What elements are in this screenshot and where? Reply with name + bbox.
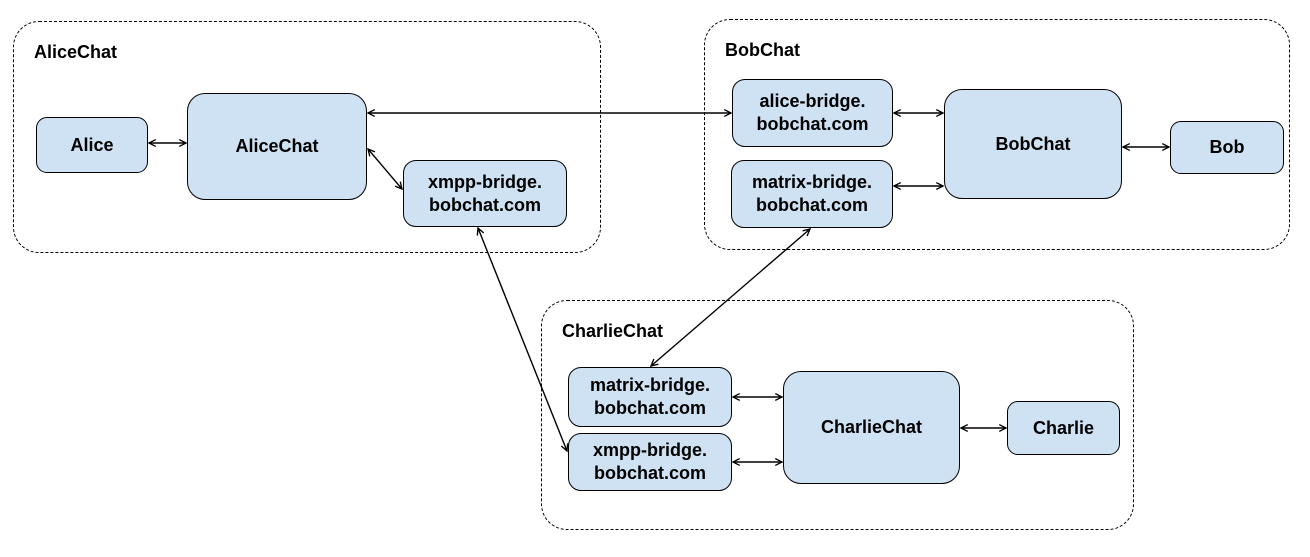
node-charliechat-server: CharlieChat [783,371,960,484]
cluster-bobchat-label: BobChat [725,40,800,60]
node-xmpp-bridge-alicechat-label-line1: xmpp-bridge. [427,171,542,192]
cluster-charliechat-label: CharlieChat [562,321,664,341]
node-alice-label: Alice [70,134,114,155]
node-alice: Alice [36,117,148,173]
node-alicechat-server-label: AliceChat [235,136,319,156]
node-bobchat-server-label: BobChat [995,133,1071,154]
node-xmpp-bridge-alicechat-label-line2: bobchat.com [428,194,541,215]
cluster-alicechat-label: AliceChat [34,42,118,62]
node-matrix-bridge-charliechat-label-line1: matrix-bridge. [589,375,711,395]
node-bobchat-server: BobChat [944,89,1122,199]
node-bob: Bob [1170,121,1284,174]
node-matrix-bridge-charliechat: matrix-bridge. bobchat.com [568,367,732,427]
node-matrix-bridge-bobchat-label-line1: matrix-bridge. [751,172,873,192]
node-charlie: Charlie [1007,401,1120,455]
node-charliechat-server-label: CharlieChat [820,417,923,437]
node-xmpp-bridge-alicechat: xmpp-bridge. bobchat.com [403,160,567,227]
node-matrix-bridge-bobchat-label-line2: bobchat.com [755,195,868,215]
node-alice-bridge-bobchat-label-line1: alice-bridge. [759,91,866,111]
node-xmpp-bridge-charliechat-label-line1: xmpp-bridge. [592,440,707,460]
node-xmpp-bridge-charliechat-label-line2: bobchat.com [593,463,706,483]
node-alicechat-server: AliceChat [187,93,367,200]
cluster-alicechat: AliceChat [13,21,601,253]
cluster-bobchat: BobChat [704,19,1290,250]
node-matrix-bridge-charliechat-label-line2: bobchat.com [593,398,706,418]
node-alice-bridge-bobchat-label-line2: bobchat.com [756,114,869,134]
node-bob-label: Bob [1209,137,1245,157]
node-charlie-label: Charlie [1032,417,1095,438]
node-alice-bridge-bobchat: alice-bridge. bobchat.com [732,79,893,147]
node-matrix-bridge-bobchat: matrix-bridge. bobchat.com [731,160,893,228]
node-xmpp-bridge-charliechat: xmpp-bridge. bobchat.com [568,433,732,491]
